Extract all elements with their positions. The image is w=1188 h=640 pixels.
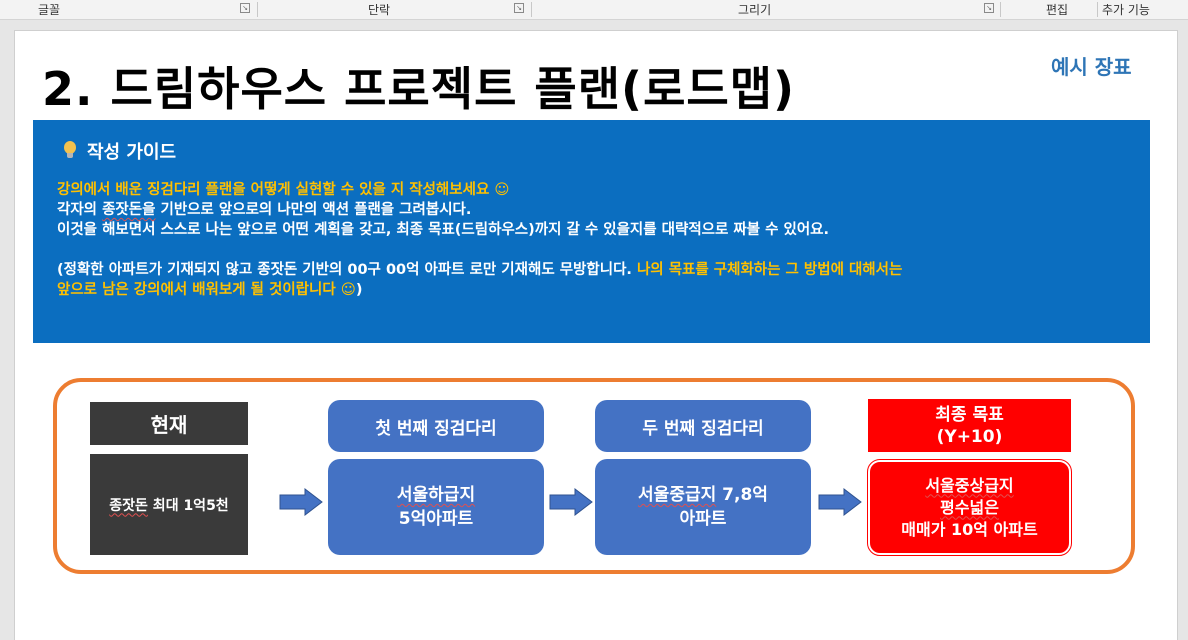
guide-line-4-yellow: 나의 목표를 구체화하는 그 방법에 대해서는 <box>636 262 903 278</box>
goal-content-line2: 평수넓은 <box>940 497 999 517</box>
ribbon-group-addins-label: 추가 기능 <box>1102 3 1150 17</box>
goal-content-line1: 서울중상급지 <box>925 475 1014 495</box>
guide-line-5-yellow: 앞으로 남은 강의에서 배워보게 될 것이랍니다 ☺ <box>57 282 356 298</box>
guide-line-1: 강의에서 배운 징검다리 플랜을 어떻게 실현할 수 있을 지 작성해보세요 ☺ <box>57 182 510 198</box>
current-content-a: 종잣돈 <box>109 497 148 514</box>
goal-content[interactable]: 서울중상급지 평수넓은 매매가 10억 아파트 <box>867 459 1072 556</box>
slide-title[interactable]: 2. 드림하우스 프로젝트 플랜(로드맵) <box>42 62 796 116</box>
ribbon-separator <box>1097 2 1098 17</box>
step1-content-line2: 5억아파트 <box>398 509 474 529</box>
step2-content[interactable]: 서울중급지 7,8억 아파트 <box>595 459 811 555</box>
arrow-right-icon <box>549 488 593 516</box>
paragraph-dialog-launcher-icon[interactable]: ↘ <box>514 3 524 13</box>
current-content[interactable]: 종잣돈 최대 1억5천 <box>90 454 248 555</box>
guide-line-3: 이것을 해보면서 스스로 나는 앞으로 어떤 계획을 갖고, 최종 목표(드림하… <box>57 222 830 238</box>
step1-content[interactable]: 서울하급지 5억아파트 <box>328 459 544 555</box>
guide-body: 강의에서 배운 징검다리 플랜을 어떻게 실현할 수 있을 지 작성해보세요 ☺… <box>57 180 902 300</box>
guide-line-2-a: 각자의 <box>57 202 103 218</box>
ribbon-separator <box>257 2 258 17</box>
ribbon-group-editing-label: 편집 <box>1046 3 1069 17</box>
guide-heading-text: 작성 가이드 <box>87 142 177 163</box>
drawing-dialog-launcher-icon[interactable]: ↘ <box>984 3 994 13</box>
roadmap-frame[interactable] <box>53 378 1135 574</box>
ribbon-group-font-label: 글꼴 <box>38 3 61 17</box>
guide-line-2-c: 기반으로 앞으로의 나만의 액션 플랜을 그려봅시다. <box>155 202 472 218</box>
ribbon-separator <box>531 2 532 17</box>
step2-content-line1-b: 7,8억 <box>716 485 768 505</box>
guide-line-2: 각자의 종잣돈을 기반으로 앞으로의 나만의 액션 플랜을 그려봅시다. <box>57 200 902 220</box>
font-dialog-launcher-icon[interactable]: ↘ <box>240 3 250 13</box>
guide-blank-line <box>57 240 902 260</box>
current-header[interactable]: 현재 <box>90 402 248 445</box>
guide-line-2-b: 종잣돈을 <box>102 202 156 218</box>
light-bulb-icon <box>63 141 77 161</box>
guide-line-4-white: (정확한 아파트가 기재되지 않고 종잣돈 기반의 00구 00억 아파트 로만… <box>57 262 637 278</box>
writing-guide-box[interactable]: 작성 가이드 강의에서 배운 징검다리 플랜을 어떻게 실현할 수 있을 지 작… <box>33 120 1150 343</box>
goal-header[interactable]: 최종 목표 (Y+10) <box>868 399 1071 452</box>
arrow-right-icon <box>818 488 862 516</box>
sample-slide-label[interactable]: 예시 장표 <box>1051 55 1132 79</box>
guide-line-5-white: ) <box>355 282 363 298</box>
ribbon-group-bar: 글꼴 ↘ 단락 ↘ 그리기 ↘ 편집 추가 기능 <box>0 0 1188 20</box>
slide-canvas[interactable]: 2. 드림하우스 프로젝트 플랜(로드맵) 예시 장표 작성 가이드 강의에서 … <box>14 30 1178 640</box>
guide-line-5: 앞으로 남은 강의에서 배워보게 될 것이랍니다 ☺) <box>57 280 902 300</box>
ribbon-group-drawing-label: 그리기 <box>738 3 772 17</box>
goal-header-line1: 최종 목표 <box>935 404 1004 425</box>
goal-header-line2: (Y+10) <box>936 426 1003 447</box>
step1-content-line1: 서울하급지 <box>396 485 476 505</box>
step2-content-line2: 아파트 <box>679 509 727 529</box>
guide-line-4: (정확한 아파트가 기재되지 않고 종잣돈 기반의 00구 00억 아파트 로만… <box>57 260 902 280</box>
step1-header[interactable]: 첫 번째 징검다리 <box>328 400 544 452</box>
goal-content-line3: 매매가 10억 아파트 <box>901 519 1038 539</box>
ribbon-separator <box>1000 2 1001 17</box>
step2-content-line1-a: 서울중급지 <box>638 485 717 505</box>
guide-heading: 작성 가이드 <box>63 138 176 164</box>
ribbon-group-paragraph-label: 단락 <box>368 3 391 17</box>
step2-header[interactable]: 두 번째 징검다리 <box>595 400 811 452</box>
arrow-right-icon <box>279 488 323 516</box>
current-content-b: 최대 1억5천 <box>147 497 229 514</box>
